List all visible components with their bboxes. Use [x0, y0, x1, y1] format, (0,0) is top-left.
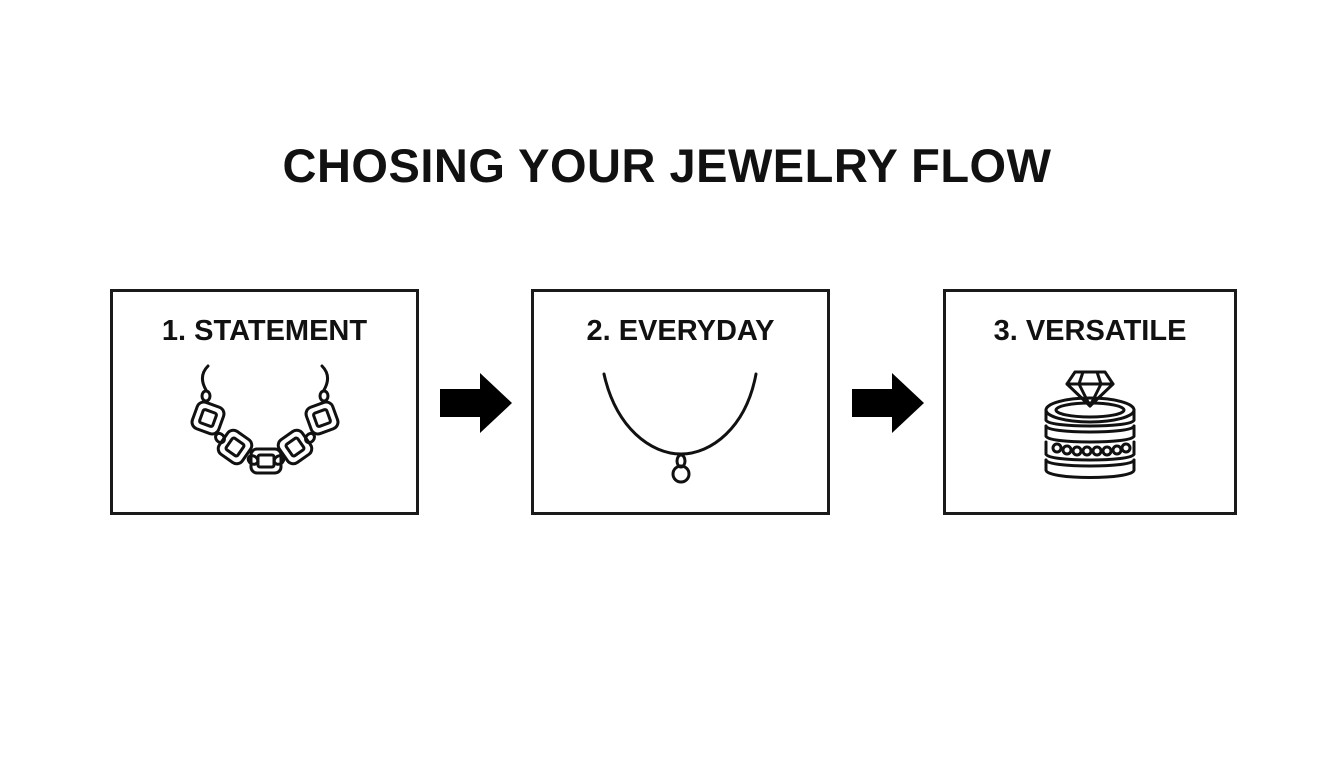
step-label: 3. VERSATILE: [993, 315, 1187, 347]
chunky-chain-necklace-icon: [113, 358, 416, 488]
step-label: 2. EVERYDAY: [586, 315, 775, 347]
step-statement: 1. STATEMENT: [110, 289, 419, 515]
page-title: CHOSING YOUR JEWELRY FLOW: [282, 139, 1052, 192]
step-versatile: 3. VERSATILE: [943, 289, 1237, 515]
right-arrow-icon: [440, 372, 512, 434]
step-label: 1. STATEMENT: [161, 315, 368, 347]
step-everyday: 2. EVERYDAY: [531, 289, 830, 515]
pendant-necklace-icon: [534, 358, 827, 488]
right-arrow-icon: [852, 372, 924, 434]
stacked-rings-icon: [946, 358, 1234, 488]
